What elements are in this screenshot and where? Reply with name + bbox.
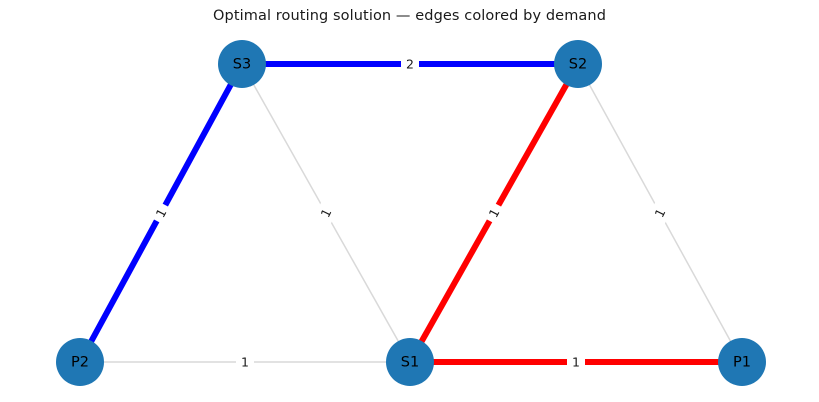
node-circle[interactable]: [386, 338, 434, 386]
edge-label-group: 1: [313, 200, 339, 226]
graph-node-s3[interactable]: S3: [218, 40, 266, 88]
page-title: Optimal routing solution — edges colored…: [213, 8, 606, 24]
edge-label-backdrop: [647, 200, 673, 226]
node-label: S3: [233, 57, 251, 73]
edge-weight-label: 2: [406, 57, 414, 72]
graph-node-p1[interactable]: P1: [718, 338, 766, 386]
edge-label-backdrop: [401, 55, 419, 73]
edge-label-backdrop: [481, 200, 507, 226]
node-circle[interactable]: [554, 40, 602, 88]
graph-node-s2[interactable]: S2: [554, 40, 602, 88]
edge-label-group: 1: [481, 200, 507, 226]
edge-labels-layer: 2 1 1 1 1 1 1: [148, 55, 673, 371]
node-circle[interactable]: [56, 338, 104, 386]
edge-label-backdrop: [567, 353, 585, 371]
node-label: S1: [401, 355, 419, 371]
edge-label-backdrop: [148, 200, 174, 226]
node-label: P2: [71, 355, 89, 371]
node-circle[interactable]: [718, 338, 766, 386]
node-circle[interactable]: [218, 40, 266, 88]
edge-label-backdrop: [236, 353, 254, 371]
edge-label-group: 1: [567, 353, 585, 371]
edge-weight-label: 1: [241, 355, 249, 370]
edge-label-group: 1: [148, 200, 174, 226]
edge-label-group: 1: [236, 353, 254, 371]
edge-label-group: 1: [647, 200, 673, 226]
edge-label-group: 2: [401, 55, 419, 73]
edges-layer: [77, 61, 743, 365]
edge-weight-label: 1: [572, 355, 580, 370]
node-label: P1: [733, 355, 751, 371]
graph-node-s1[interactable]: S1: [386, 338, 434, 386]
node-label: S2: [569, 57, 587, 73]
edge-label-backdrop: [313, 200, 339, 226]
graph-node-p2[interactable]: P2: [56, 338, 104, 386]
